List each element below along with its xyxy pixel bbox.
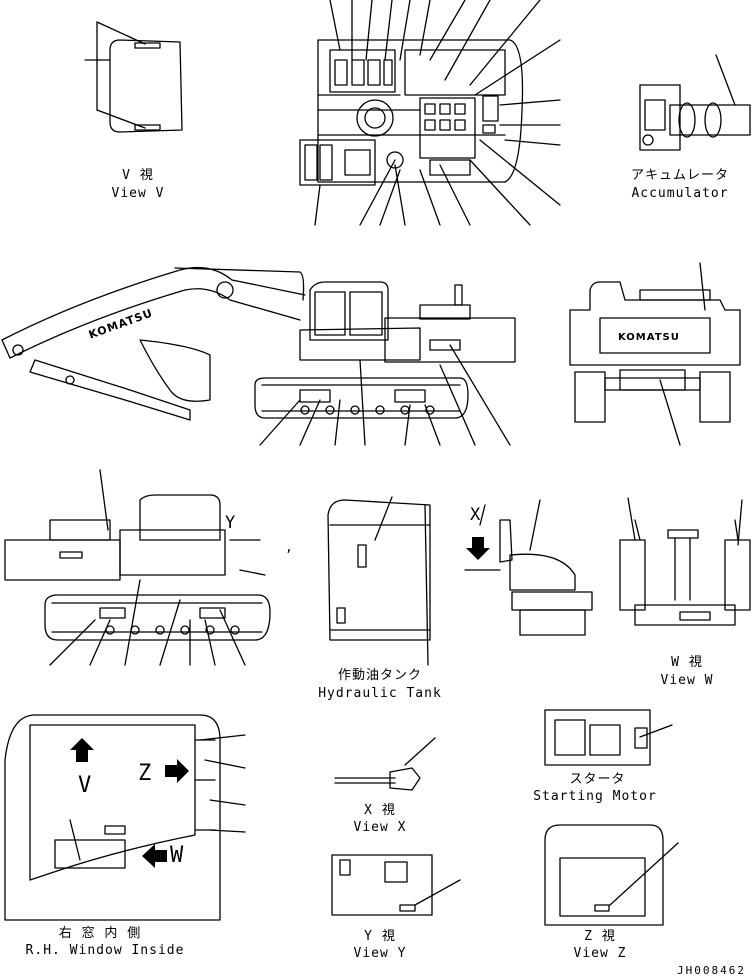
hydraulic-tank-caption-jp: 作動油タンク — [337, 668, 422, 683]
view-x-caption-en: View X — [353, 820, 407, 835]
excavator-side-view-2 — [4, 469, 271, 666]
marker-v: V — [78, 773, 93, 798]
view-y-caption-en: View Y — [353, 946, 407, 961]
accumulator-caption-en: Accumulator — [631, 186, 729, 201]
drawing-code: JH008462 — [677, 964, 746, 977]
accumulator-diagram — [639, 54, 751, 151]
view-w-caption-jp: W 視 — [671, 655, 703, 670]
marker-y: Y — [225, 513, 237, 533]
hydraulic-tank-diagram — [327, 496, 431, 666]
view-x-detail — [334, 737, 436, 791]
accumulator-caption-jp: アキュムレータ — [630, 168, 729, 183]
excavator-side-view — [1, 266, 516, 446]
seat-control-diagram — [464, 499, 593, 636]
view-z-caption-en: View Z — [573, 946, 627, 961]
down-arrow-icon — [466, 537, 490, 560]
rh-window-diagram — [4, 714, 246, 921]
rh-window-caption-en: R.H. Window Inside — [25, 943, 185, 958]
view-v-caption-jp: V 視 — [122, 168, 154, 183]
brand-logo-boom: KOMATSU — [87, 306, 155, 341]
brand-logo-rear: KOMATSU — [618, 332, 680, 343]
view-v-panel — [84, 21, 183, 133]
left-arrow-icon — [142, 844, 167, 868]
view-y-detail — [331, 854, 461, 916]
right-arrow-icon — [165, 759, 189, 783]
top-plan-view — [299, 0, 561, 226]
view-x-caption-jp: X 視 — [364, 803, 396, 818]
starting-motor-caption-jp: スタータ — [569, 772, 626, 787]
hydraulic-tank-caption-en: Hydraulic Tank — [318, 686, 442, 701]
excavator-rear-view — [569, 262, 741, 446]
marker-x: X — [470, 505, 482, 525]
marker-w: W — [170, 843, 185, 868]
view-w-diagram — [619, 497, 751, 626]
rh-window-caption-jp: 右 窓 内 側 — [58, 926, 142, 941]
view-v-caption-en: View V — [111, 186, 165, 201]
marker-z: Z — [138, 761, 153, 786]
view-z-caption-jp: Z 視 — [584, 929, 616, 944]
view-y-caption-jp: Y 視 — [364, 929, 396, 944]
view-z-detail — [544, 824, 679, 926]
up-arrow-icon — [70, 738, 94, 762]
starting-motor-diagram — [544, 709, 673, 766]
marker-comma: , — [285, 540, 294, 555]
view-w-caption-en: View W — [660, 673, 714, 688]
starting-motor-caption-en: Starting Motor — [533, 789, 657, 804]
